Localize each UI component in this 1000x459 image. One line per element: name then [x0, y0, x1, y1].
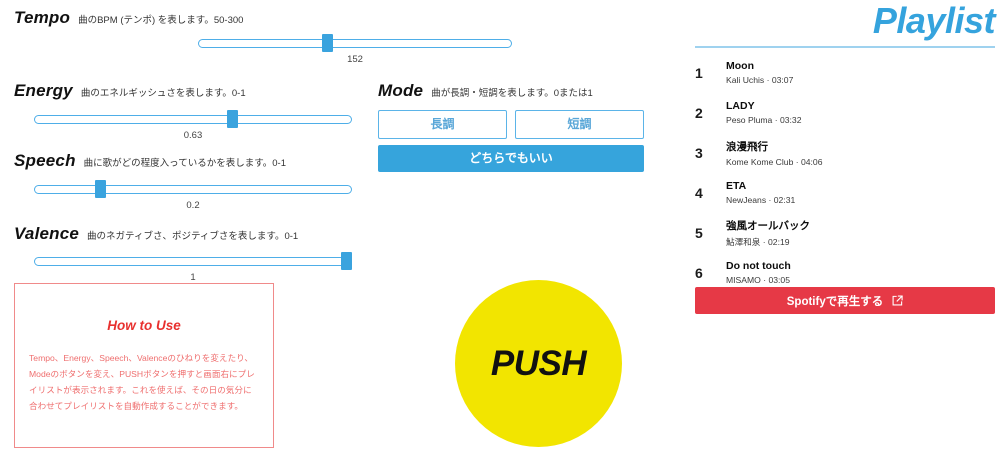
track-title: Moon — [726, 60, 754, 72]
energy-label-group: Energy 曲のエネルギッシュさを表します。0-1 — [14, 81, 246, 101]
speech-slider-thumb[interactable] — [95, 180, 107, 198]
mode-major-button[interactable]: 長調 — [378, 110, 507, 139]
push-button[interactable]: PUSH — [455, 280, 622, 447]
how-to-use-body: Tempo、Energy、Speech、Valenceのひねりを変えたり、Mod… — [29, 353, 255, 411]
tempo-slider-thumb[interactable] — [322, 34, 334, 52]
controls-panel: Tempo 曲のBPM (テンポ) を表します。50-300 152 Energ… — [14, 8, 644, 448]
tempo-label-group: Tempo 曲のBPM (テンポ) を表します。50-300 — [14, 8, 243, 28]
tempo-value: 152 — [347, 54, 363, 65]
track-artist-duration: MISAMO · 03:05 — [726, 275, 790, 285]
mode-name: Mode — [378, 81, 424, 100]
valence-name: Valence — [14, 224, 80, 243]
speech-label-group: Speech 曲に歌がどの程度入っているかを表します。0-1 — [14, 151, 286, 171]
valence-slider-track[interactable] — [34, 256, 352, 266]
track-row[interactable]: 3 浪漫飛行 Kome Kome Club · 04:06 — [695, 136, 995, 169]
mode-any-button[interactable]: どちらでもいい — [378, 145, 644, 172]
speech-slider[interactable]: 0.2 — [34, 180, 352, 211]
spotify-play-button[interactable]: Spotifyで再生する — [695, 287, 995, 314]
valence-value: 1 — [190, 272, 196, 283]
track-title: ETA — [726, 180, 747, 192]
spotify-play-label: Spotifyで再生する — [786, 295, 884, 308]
track-row[interactable]: 4 ETA NewJeans · 02:31 — [695, 176, 995, 209]
energy-slider-track[interactable] — [34, 114, 352, 124]
track-artist-duration: Peso Pluma · 03:32 — [726, 115, 802, 125]
tempo-slider-track[interactable] — [198, 38, 512, 48]
track-index: 6 — [695, 264, 703, 281]
track-meta: ETA NewJeans · 02:31 — [726, 180, 795, 205]
track-title: Do not touch — [726, 260, 791, 272]
push-button-label: PUSH — [490, 343, 587, 383]
valence-slider[interactable]: 1 — [34, 252, 352, 283]
track-index: 4 — [695, 184, 703, 201]
energy-name: Energy — [14, 81, 73, 100]
track-index: 3 — [695, 144, 703, 161]
valence-description: 曲のネガティブさ、ポジティブさを表します。0-1 — [87, 231, 299, 242]
speech-slider-track[interactable] — [34, 184, 352, 194]
playlist-divider — [695, 46, 995, 48]
track-index: 2 — [695, 104, 703, 121]
how-to-use-title: How to Use — [107, 318, 181, 333]
speech-name: Speech — [14, 151, 76, 170]
energy-description: 曲のエネルギッシュさを表します。0-1 — [80, 88, 246, 99]
track-meta: LADY Peso Pluma · 03:32 — [726, 100, 801, 125]
tempo-description: 曲のBPM (テンポ) を表します。50-300 — [78, 15, 244, 26]
track-artist-duration: Kome Kome Club · 04:06 — [726, 156, 823, 167]
external-link-icon — [892, 295, 904, 306]
energy-slider[interactable]: 0.63 — [34, 110, 352, 141]
speech-value: 0.2 — [186, 200, 200, 211]
track-title: 強風オールバック — [726, 219, 810, 232]
track-artist-duration: 鮎澤和泉 · 02:19 — [726, 236, 790, 247]
track-row[interactable]: 2 LADY Peso Pluma · 03:32 — [695, 96, 995, 129]
tempo-name: Tempo — [14, 8, 71, 27]
track-index: 1 — [695, 64, 703, 81]
track-title: 浪漫飛行 — [726, 140, 768, 153]
playlist-title: Playlist — [872, 0, 996, 41]
track-meta: 浪漫飛行 Kome Kome Club · 04:06 — [726, 139, 823, 167]
valence-label-group: Valence 曲のネガティブさ、ポジティブさを表します。0-1 — [14, 224, 298, 244]
track-meta: 強風オールバック鮎澤和泉 · 02:19 — [726, 218, 810, 248]
mode-button-row: 長調 短調 — [378, 110, 644, 139]
energy-value: 0.63 — [183, 130, 203, 141]
track-index: 5 — [695, 224, 703, 241]
valence-slider-thumb[interactable] — [341, 252, 352, 270]
energy-slider-thumb[interactable] — [227, 110, 239, 128]
track-artist-duration: Kali Uchis · 03:07 — [726, 75, 794, 85]
speech-description: 曲に歌がどの程度入っているかを表します。0-1 — [83, 158, 286, 169]
track-title: LADY — [726, 100, 755, 112]
track-row[interactable]: 5 強風オールバック鮎澤和泉 · 02:19 — [695, 216, 995, 249]
how-to-use-box: How to Use Tempo、Energy、Speech、Valenceのひ… — [14, 283, 274, 448]
mode-minor-button[interactable]: 短調 — [515, 110, 644, 139]
mode-description: 曲が長調・短調を表します。0または1 — [431, 88, 593, 99]
track-artist-duration: NewJeans · 02:31 — [726, 195, 796, 205]
mode-label-group: Mode 曲が長調・短調を表します。0または1 — [378, 81, 593, 101]
tempo-slider[interactable]: 152 — [198, 34, 512, 65]
